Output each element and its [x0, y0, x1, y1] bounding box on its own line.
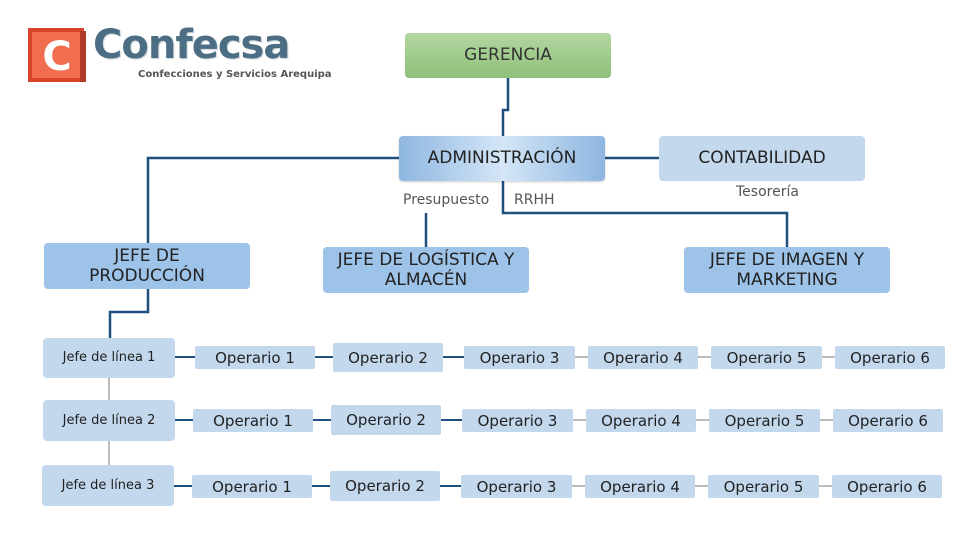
- node-gerencia-label: GERENCIA: [464, 45, 552, 66]
- note-tesoreria: Tesorería: [736, 184, 799, 200]
- operario-label: Operario 5: [723, 477, 804, 496]
- node-jefe-linea-1-label: Jefe de línea 1: [62, 350, 156, 366]
- node-jefe-linea-3: Jefe de línea 3: [42, 465, 174, 506]
- node-jefe-produccion-line2: PRODUCCIÓN: [89, 266, 205, 286]
- node-contabilidad: CONTABILIDAD: [659, 136, 865, 181]
- node-jefe-linea-3-label: Jefe de línea 3: [61, 477, 155, 493]
- operario-label: Operario 5: [724, 411, 805, 430]
- operario-label: Operario 6: [850, 348, 930, 367]
- operario-label: Operario 4: [600, 477, 680, 496]
- note-rrhh: RRHH: [514, 192, 555, 208]
- operario-label: Operario 2: [346, 411, 426, 429]
- node-operario: Operario 2: [330, 471, 440, 501]
- operario-label: Operario 3: [477, 411, 558, 430]
- node-operario: Operario 3: [462, 409, 573, 432]
- operario-label: Operario 3: [476, 477, 557, 496]
- node-operario: Operario 3: [464, 346, 575, 369]
- company-tagline: Confecciones y Servicios Arequipa: [138, 69, 332, 80]
- node-operario: Operario 6: [833, 409, 943, 432]
- operario-label: Operario 4: [601, 411, 681, 430]
- node-jefe-linea-2: Jefe de línea 2: [43, 400, 175, 441]
- company-name: Confecsa: [93, 22, 290, 68]
- connector-gerencia-admin: [501, 78, 510, 136]
- node-operario: Operario 4: [586, 409, 696, 432]
- operario-label: Operario 1: [215, 348, 295, 367]
- node-jefe-imagen-line1: JEFE DE IMAGEN Y: [709, 249, 865, 270]
- connector-admin-jefes: [501, 181, 789, 247]
- operario-label: Operario 3: [479, 348, 560, 367]
- node-contabilidad-label: CONTABILIDAD: [698, 148, 826, 169]
- operario-label: Operario 1: [213, 411, 293, 430]
- node-jefe-imagen-line2: MARKETING: [736, 270, 838, 290]
- node-jefe-logistica-line1: JEFE DE LOGÍSTICA Y: [337, 249, 515, 270]
- node-jefe-imagen: JEFE DE IMAGEN Y MARKETING: [684, 247, 890, 293]
- operario-label: Operario 2: [348, 348, 428, 367]
- operario-label: Operario 5: [726, 348, 807, 367]
- node-operario: Operario 2: [333, 343, 443, 372]
- node-operario: Operario 1: [192, 475, 312, 498]
- node-operario: Operario 6: [835, 346, 945, 369]
- node-administracion-label: ADMINISTRACIÓN: [427, 148, 577, 169]
- node-jefe-logistica: JEFE DE LOGÍSTICA Y ALMACÉN: [323, 247, 529, 293]
- node-operario: Operario 5: [708, 475, 819, 498]
- node-jefe-logistica-line2: ALMACÉN: [384, 270, 468, 290]
- operario-label: Operario 4: [603, 348, 683, 367]
- node-administracion: ADMINISTRACIÓN: [399, 136, 605, 181]
- operario-label: Operario 6: [847, 477, 927, 496]
- node-jefe-produccion: JEFE DE PRODUCCIÓN: [44, 243, 250, 289]
- logo-initial: C: [42, 34, 71, 80]
- connector-admin-produccion: [146, 156, 399, 243]
- node-operario: Operario 4: [585, 475, 695, 498]
- node-operario: Operario 5: [709, 409, 820, 432]
- node-operario: Operario 5: [711, 346, 822, 369]
- node-jefe-linea-2-label: Jefe de línea 2: [62, 412, 156, 428]
- operario-label: Operario 2: [345, 477, 425, 495]
- company-logo: C: [28, 28, 86, 82]
- node-operario: Operario 4: [588, 346, 698, 369]
- note-presupuesto: Presupuesto: [403, 192, 490, 208]
- node-jefe-produccion-line1: JEFE DE: [114, 245, 180, 266]
- node-operario: Operario 1: [195, 346, 315, 369]
- node-jefe-linea-1: Jefe de línea 1: [43, 338, 175, 378]
- node-operario: Operario 1: [193, 409, 313, 432]
- operario-label: Operario 1: [212, 477, 292, 496]
- operario-label: Operario 6: [848, 411, 928, 430]
- node-operario: Operario 3: [461, 475, 572, 498]
- node-gerencia: GERENCIA: [405, 33, 611, 78]
- connector-produccion-lineas: [108, 289, 150, 338]
- node-operario: Operario 6: [832, 475, 942, 498]
- node-operario: Operario 2: [331, 405, 441, 435]
